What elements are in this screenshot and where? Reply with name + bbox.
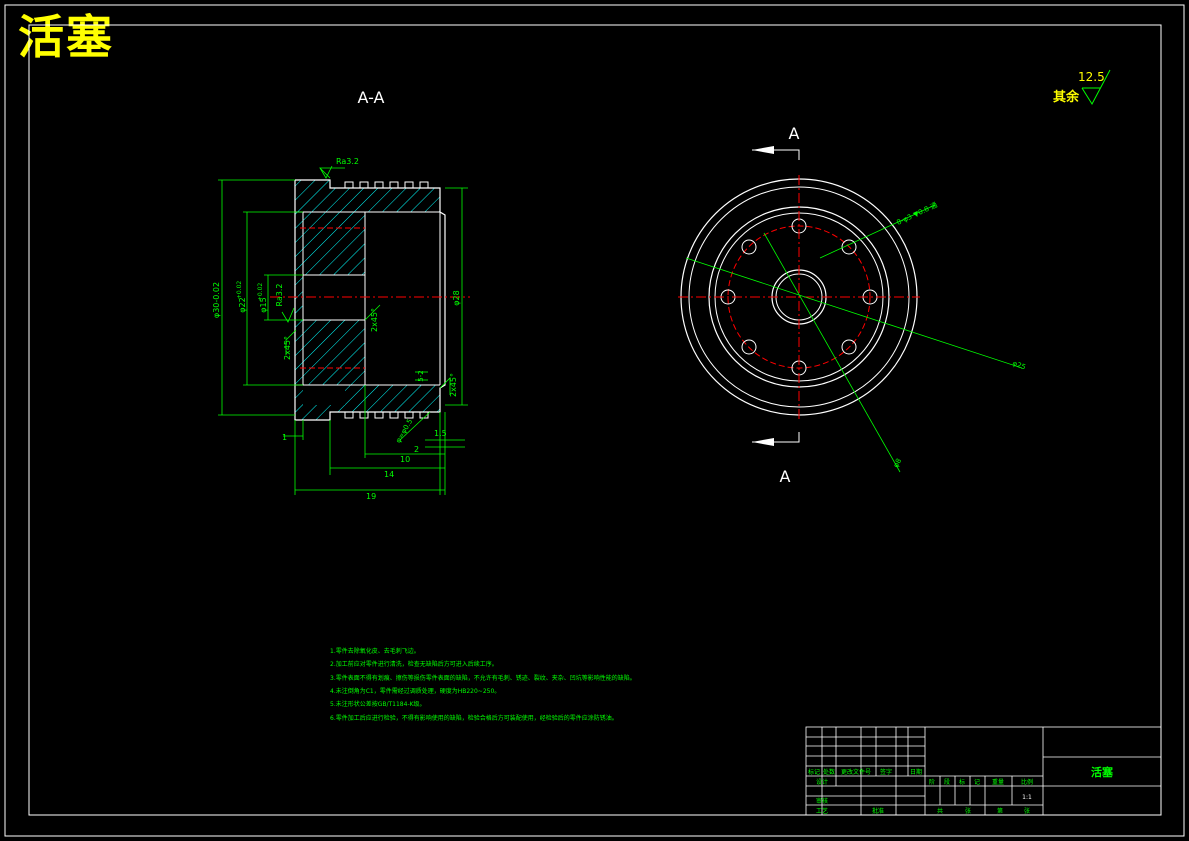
front-view: A A 8-φ3 ▼0.8 通 φ25 φ8: [678, 124, 1027, 486]
scale-value: 1:1: [1022, 794, 1032, 801]
dim-2-label: 2: [414, 445, 419, 454]
tb-mid-2: 标: [959, 778, 965, 786]
title-block: [805, 726, 1162, 816]
note-6: 6.零件加工后应进行检验，不得有影响使用的缺陷，检验合格后方可装配使用，经检验后…: [330, 714, 618, 722]
inner-dia-label: φ22: [238, 297, 247, 312]
top-roughness-label: Ra3.2: [336, 157, 359, 166]
tb-header-0: 标记: [808, 768, 820, 776]
bore-roughness-label: Ra3.2: [275, 283, 284, 306]
tb-bottom-2: 第: [997, 807, 1003, 815]
tb-header-1: 处数: [823, 768, 835, 776]
tb-mid-scale: 比例: [1021, 778, 1033, 786]
outer-border: [4, 4, 1185, 837]
dim-1-label: 1: [282, 433, 287, 442]
note-1: 1.零件去除氧化皮、去毛刺飞边。: [330, 647, 420, 655]
chamfer-left-label: 2x45°: [283, 336, 292, 360]
groove-label: 5-2: [417, 370, 425, 381]
dim-14-label: 14: [384, 470, 394, 479]
outer-dia-label: φ30-0.02: [212, 282, 221, 318]
tb-row-review: 审核: [816, 797, 828, 805]
tb-mid-1: 段: [944, 778, 950, 786]
roughness-label: 其余: [1053, 89, 1080, 105]
tb-mid-0: 阶: [929, 778, 935, 786]
note-2: 2.加工前应对零件进行清洗，检查无缺陷后方可进入后续工序。: [330, 660, 498, 668]
note-3: 3.零件表面不得有划痕、擦伤等损伤零件表面的缺陷，不允许有毛刺、锈迹、裂纹、夹杂…: [330, 674, 636, 682]
groove-dia-label: φ=φ0.5: [394, 418, 414, 445]
holes-label: 8-φ3 ▼0.8 通: [895, 200, 939, 227]
note-5: 5.未注形状公差按GB/T1184-K级。: [330, 700, 426, 708]
part-name: 活塞: [1091, 765, 1114, 779]
roughness-value: 12.5: [1078, 70, 1105, 84]
inner-border: [28, 24, 1162, 816]
right-dia-label: φ28: [452, 290, 461, 305]
chamfer-mid-label: 2x45°: [370, 308, 379, 332]
bore-tol-label: +0.02: [257, 283, 264, 302]
tb-mid-3: 记: [974, 779, 980, 786]
tb-row-design: 设计: [816, 778, 828, 786]
pcd-label: φ25: [1011, 359, 1026, 371]
chamfer-right-label: 2x45°: [449, 373, 458, 397]
tb-row-process: 工艺: [816, 807, 828, 815]
angle-label: φ8: [892, 457, 903, 469]
tb-bottom-1: 张: [965, 807, 971, 815]
dim-10-label: 10: [400, 455, 410, 464]
inner-tol-label: +0.02: [236, 281, 243, 300]
tb-mid-weight: 重量: [992, 778, 1004, 786]
roughness-symbol: 其余 12.5: [1053, 69, 1111, 106]
tb-row-approve: 批准: [872, 807, 884, 815]
tb-header-4: 日期: [910, 768, 922, 776]
cut-mark-top: A: [789, 124, 800, 143]
cut-mark-bottom: A: [780, 467, 791, 486]
note-4: 4.未注倒角为C1，零件需经过调质处理，硬度为HB220~250。: [330, 687, 500, 695]
section-view: Ra3.2 φ30-0.02 φ22 +0.02 φ15 +0.02 Ra3.2…: [212, 157, 470, 501]
dim-15-label: 1.5: [434, 429, 447, 438]
tb-bottom-0: 共: [937, 807, 943, 815]
bore-dia-label: φ15: [259, 297, 268, 312]
technical-notes: 1.零件去除氧化皮、去毛刺飞边。 2.加工前应对零件进行清洗，检查无缺陷后方可进…: [330, 647, 636, 722]
tb-header-3: 签字: [880, 768, 892, 776]
tb-header-2: 更改文件号: [841, 768, 871, 776]
dim-19-label: 19: [366, 492, 376, 501]
tb-bottom-3: 张: [1024, 807, 1030, 815]
section-label: A-A: [358, 88, 385, 107]
drawing-title: 活塞: [18, 10, 114, 64]
